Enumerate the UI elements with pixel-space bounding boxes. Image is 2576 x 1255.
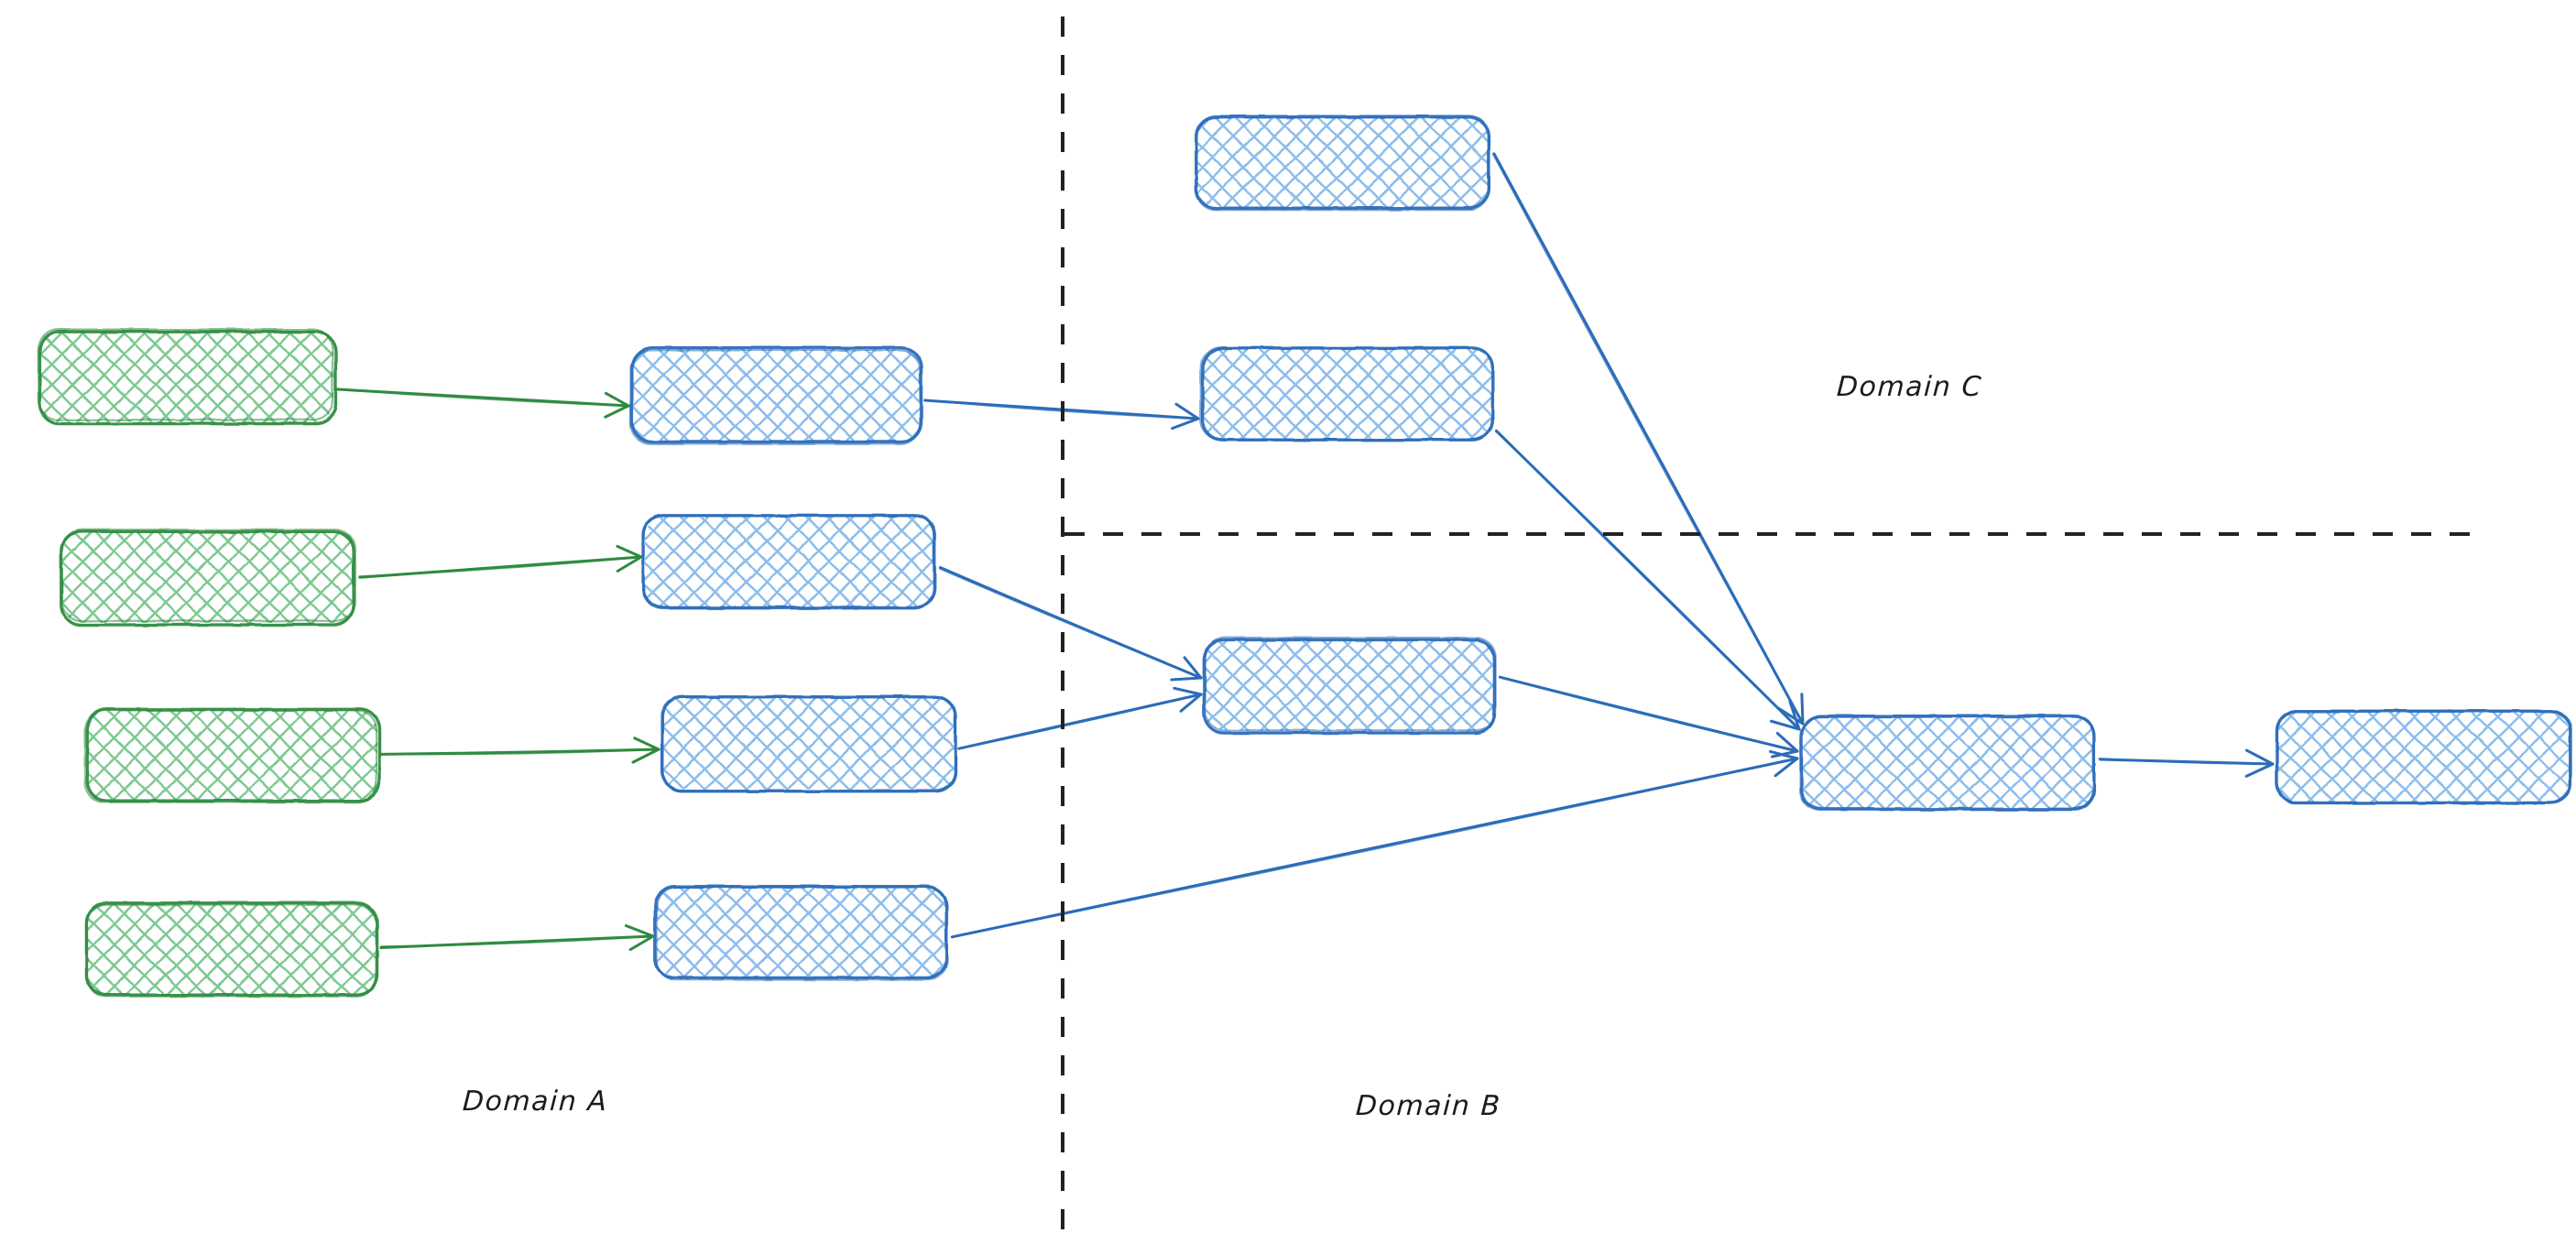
edge-c1-d1 <box>1493 154 1803 724</box>
green-node-4[interactable] <box>86 903 377 997</box>
blue-node-2[interactable] <box>643 516 935 609</box>
edges-layer <box>335 154 2273 950</box>
edge-c2-d1 <box>1496 431 1799 729</box>
edge-a4-b4 <box>381 925 653 949</box>
domain-label-b: Domain B <box>1355 1090 1501 1122</box>
edge-d1-e1 <box>2099 750 2273 776</box>
domain-label-c: Domain C <box>1836 371 1983 403</box>
green-node-1[interactable] <box>38 330 336 424</box>
edge-b3-c3 <box>959 688 1201 748</box>
green-node-3[interactable] <box>85 709 379 802</box>
edge-a3-b3 <box>381 738 659 762</box>
blue-node-3[interactable] <box>661 696 956 791</box>
edge-a1-b1 <box>335 389 628 417</box>
green-node-2[interactable] <box>61 529 355 625</box>
blue-node-1[interactable] <box>630 348 921 444</box>
edge-a2-b2 <box>359 546 641 577</box>
blue-node-7[interactable] <box>1204 638 1496 733</box>
domain-label-a: Domain A <box>462 1086 608 1118</box>
edge-b2-c3 <box>940 568 1201 680</box>
edge-c3-d1 <box>1500 677 1797 757</box>
blue-node-6[interactable] <box>1201 347 1493 441</box>
edge-b4-d1 <box>952 751 1797 936</box>
blue-node-9[interactable] <box>2276 711 2571 804</box>
blue-node-8[interactable] <box>1800 716 2094 811</box>
blue-node-4[interactable] <box>655 887 947 980</box>
blue-node-5[interactable] <box>1195 116 1489 210</box>
